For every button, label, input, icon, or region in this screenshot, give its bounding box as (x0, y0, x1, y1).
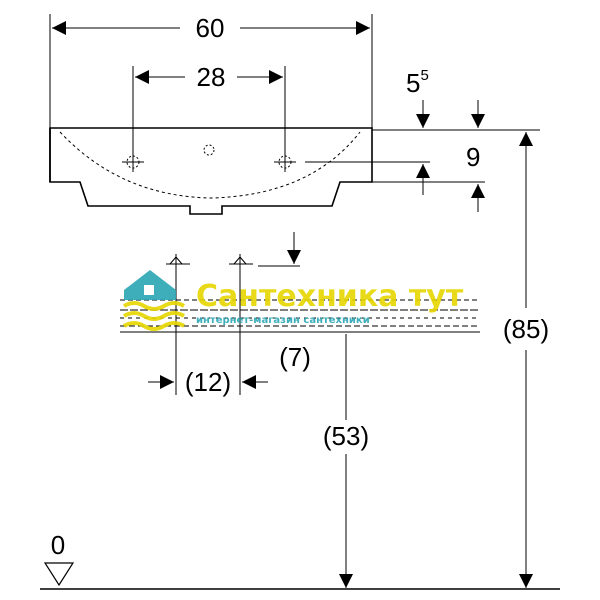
dim-label-bowl-depth: 9 (466, 142, 480, 172)
dim-label-rim-offset: 55 (406, 67, 429, 98)
dim-overall-width (49, 14, 373, 128)
basin-outline (49, 127, 373, 215)
bracket-marks (166, 232, 301, 272)
dim-label-bracket-offset: (7) (279, 342, 311, 372)
floor-level-triangle-icon (43, 562, 75, 587)
dim-bowl-depth (305, 161, 485, 212)
tap-hole-left (122, 152, 144, 172)
watermark: Сантехника тут интернет-магазин сантехни… (122, 270, 464, 331)
dim-label-overall-width: 60 (196, 13, 225, 43)
dim-tap-spacing (132, 66, 286, 152)
dim-rim-offset (372, 100, 540, 131)
dim-label-bracket-height: (53) (323, 421, 369, 451)
dim-label-tap-spacing: 28 (197, 62, 226, 92)
dim-label-bracket-spacing: (12) (185, 367, 231, 397)
house-wave-logo-icon (122, 270, 186, 331)
floor-level-label: 0 (51, 530, 65, 560)
watermark-tagline: интернет-магазин сантехники (196, 315, 370, 326)
bowl-contour-dashed (59, 131, 361, 199)
overflow-hole (203, 144, 215, 156)
tap-hole-right (274, 152, 296, 172)
watermark-brand: Сантехника тут (196, 279, 464, 314)
dim-label-overall-height: (85) (503, 314, 549, 344)
